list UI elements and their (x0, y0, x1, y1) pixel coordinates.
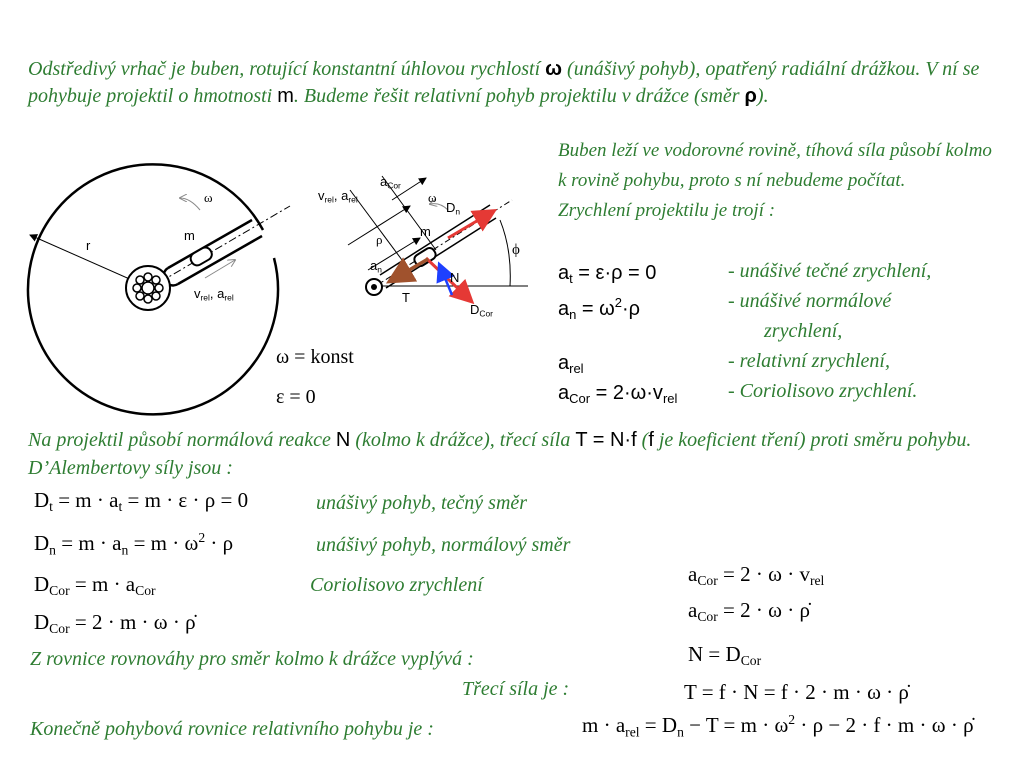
intro-text-1: Odstředivý vrhač je buben, rotující kons… (28, 58, 546, 80)
treci-text: Třecí síla je : (462, 678, 570, 700)
label-rho: ρ (376, 232, 383, 247)
eq-dt: Dt = m · at = m · ε · ρ = 0 (34, 488, 249, 515)
label-n: N (450, 270, 460, 285)
radial-slot (159, 205, 291, 287)
eq-t: T = f · N = f · 2 · m · ω · ρ̇ (684, 680, 909, 704)
accel-row-n: an = ω2·ρ - unášivé normálové (558, 290, 892, 322)
intro-omega: ω (545, 58, 563, 80)
accel-row-cor: aCor = 2·ω·vrel - Coriolisovo zrychlení. (558, 380, 918, 406)
label-omega-drum: ω (204, 190, 213, 205)
drum-outline (26, 163, 280, 416)
label-dcor: DCor (470, 302, 493, 319)
eq-n-dcor: N = DCor (688, 642, 762, 669)
label-t: T (402, 290, 410, 305)
drum-diagram (26, 163, 291, 416)
eq-dcor: DCor = m · aCor (34, 572, 156, 599)
label-m-force: m (420, 224, 431, 239)
intro-text-2: (unášivý pohyb), opatřený radiální drážk… (28, 58, 980, 107)
label-m-drum: m (184, 228, 195, 243)
projectile (189, 246, 213, 267)
intro-rho: ρ (744, 85, 757, 107)
eq-dcor2: DCor = 2 · m · ω · ρ̇ (34, 610, 196, 637)
label-vrel-arel: vrel, arel (318, 188, 358, 205)
z-rovnice-text: Z rovnice rovnováhy pro směr kolmo k drá… (30, 648, 474, 670)
label-dn: Dn (446, 200, 461, 217)
right-text-p1: Buben leží ve vodorovné rovině, tíhová s… (558, 140, 992, 191)
eq-dn-label: unášivý pohyb, normálový směr (316, 534, 571, 556)
intro-m: m (277, 85, 294, 107)
label-an: an (370, 258, 382, 275)
label-r: r (86, 238, 91, 253)
eq-acor1: aCor = 2 · ω · vrel (688, 562, 825, 589)
right-paragraph: Buben leží ve vodorovné rovině, tíhová s… (558, 136, 1003, 226)
accel-row-n2: zrychlení, (764, 320, 843, 342)
label-omega-force: ω (428, 190, 437, 205)
intro-text-3: . Budeme řešit relativní pohyb projektil… (293, 85, 745, 107)
eq-acor2: aCor = 2 · ω · ρ̇ (688, 598, 810, 625)
eq-dn: Dn = m · an = m · ω2 · ρ (34, 530, 234, 558)
label-vrel-arel-drum: vrel, arel (194, 286, 234, 303)
accel-row-rel: arel - relativní zrychlení, (558, 350, 890, 376)
label-acor: aCor (380, 174, 401, 191)
intro-paragraph: Odstředivý vrhač je buben, rotující kons… (28, 56, 998, 110)
eq-dt-label: unášivý pohyb, tečný směr (316, 492, 528, 514)
label-phi: ϕ (512, 242, 520, 258)
arrow-t (385, 257, 429, 284)
eq-dcor-label: Coriolisovo zrychlení (310, 574, 483, 596)
accel-list: at = ε·ρ = 0 - unášivé tečné zrychlení, … (558, 258, 1008, 408)
arrow-n (436, 261, 455, 296)
intro-text-4: ). (756, 85, 769, 107)
middle-paragraph: Na projektil působí normálová reakce N (… (28, 429, 972, 479)
eq-motion: m · arel = Dn − T = m · ω2 · ρ − 2 · f ·… (582, 712, 974, 740)
arrow-dn (447, 208, 498, 240)
arrow-dcor (424, 256, 475, 305)
hub (125, 265, 171, 311)
accel-row-t: at = ε·ρ = 0 - unášivé tečné zrychlení, (558, 260, 932, 286)
right-text-p2: Zrychlení projektilu je trojí : (558, 200, 776, 221)
konecne-text: Konečně pohybová rovnice relativního poh… (30, 718, 434, 740)
eps-zero: ε = 0 (276, 386, 316, 408)
force-diagram (347, 175, 528, 305)
omega-const: ω = konst (276, 346, 354, 368)
